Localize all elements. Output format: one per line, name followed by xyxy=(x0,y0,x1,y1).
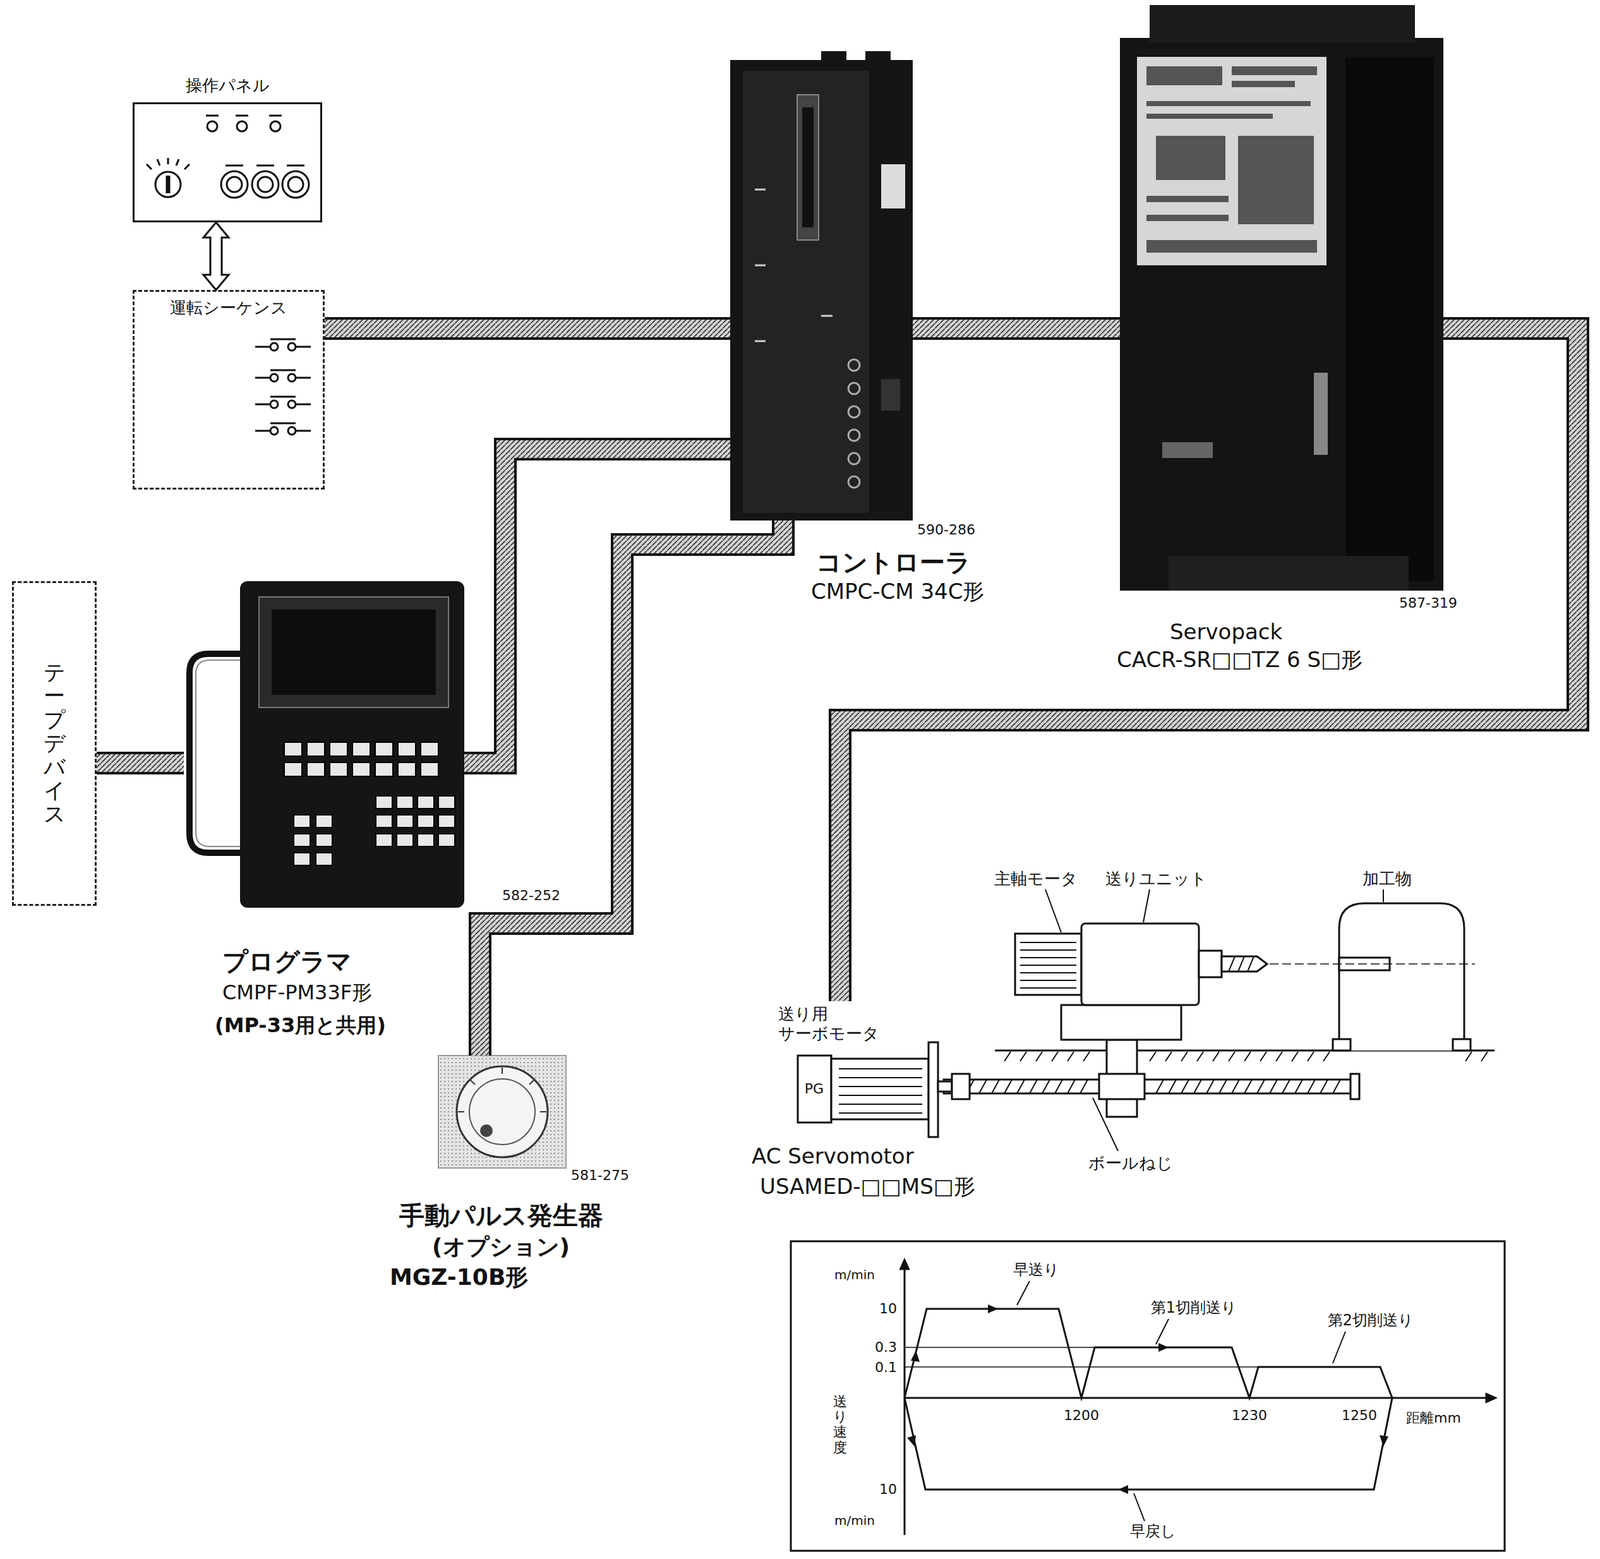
device-node: 590-286コントローラCMPC-CM 34C形 xyxy=(730,51,913,521)
machine-illustration xyxy=(797,903,1495,1137)
cable-outline xyxy=(912,317,1120,340)
node-text: 582-252 xyxy=(502,887,561,904)
node-text: Servopack xyxy=(1169,619,1283,645)
cable xyxy=(464,449,731,764)
label-text: 主軸モータ xyxy=(994,869,1078,889)
controller-photo xyxy=(730,51,913,521)
label-text: 早戻し xyxy=(1130,1522,1177,1541)
cable xyxy=(324,328,731,330)
node-text: 送り用 サーボモータ xyxy=(778,1004,889,1044)
cable-outline xyxy=(840,328,1578,1002)
device-node: 582-252プログラマCMPF-PM33F形(MP-33用と共用) xyxy=(183,581,465,908)
programmer-photo xyxy=(189,581,465,908)
node-text: 運転シーケンス xyxy=(169,298,288,318)
cable-fill xyxy=(464,449,731,764)
cable-fill xyxy=(912,319,1120,338)
outlined-box: テープデバイス xyxy=(12,581,97,906)
label-text: 1200 xyxy=(1063,1407,1100,1424)
servopack-photo xyxy=(1119,5,1444,591)
double-arrow xyxy=(203,222,229,290)
node-text: 587-319 xyxy=(1399,595,1458,612)
label-text: 1250 xyxy=(1341,1407,1378,1424)
cable-fill xyxy=(324,319,731,338)
device-node: 581-275手動パルス発生器(オプション)MGZ-10B形 xyxy=(438,1055,566,1168)
cable xyxy=(912,328,1120,330)
panel-controls xyxy=(146,115,309,198)
node-text: コントローラ xyxy=(816,547,971,578)
label-text: m/min xyxy=(834,1267,875,1283)
node-text: プログラマ xyxy=(222,946,352,977)
device-node: 587-319ServopackCACR-SR□□TZ 6 S□形 xyxy=(1119,5,1444,591)
arrow-shape xyxy=(203,222,229,290)
cable-outline xyxy=(96,751,184,775)
label-text: 距離mm xyxy=(1406,1409,1462,1427)
cable-fill xyxy=(96,754,184,772)
label-text: 加工物 xyxy=(1362,869,1412,889)
node-text: 581-275 xyxy=(571,1167,630,1184)
outlined-box: 運転シーケンス xyxy=(132,289,325,490)
cable xyxy=(96,763,184,764)
cable-fill xyxy=(480,520,784,1056)
cable-fill xyxy=(840,328,1578,1002)
cable xyxy=(480,520,784,1056)
cable xyxy=(840,328,1578,1002)
leader-lines xyxy=(1016,889,1384,1522)
label-text: 10 xyxy=(879,1300,897,1318)
node-text: (MP-33用と共用) xyxy=(214,1013,386,1038)
node-text: (オプション) xyxy=(432,1233,570,1261)
cable-outline xyxy=(324,317,731,340)
node-text: CACR-SR□□TZ 6 S□形 xyxy=(1116,646,1363,673)
outlined-box: 操作パネル xyxy=(132,102,323,223)
node-text: AC Servomotor xyxy=(751,1143,915,1170)
cable-outline xyxy=(480,520,784,1056)
device-node: 送り用 サーボモータPGAC ServomotorUSAMED-□□MS□形 xyxy=(773,1001,945,1137)
label-text: 送り速度 xyxy=(833,1394,848,1456)
pulse-generator-photo xyxy=(438,1055,566,1168)
label-text: ボールねじ xyxy=(1088,1153,1173,1173)
label-text: 0.1 xyxy=(874,1359,897,1376)
label-text: 1230 xyxy=(1231,1407,1268,1424)
node-text: CMPF-PM33F形 xyxy=(222,980,373,1005)
label-text: m/min xyxy=(834,1512,875,1528)
node-text: テープデバイス xyxy=(43,660,66,827)
contact-symbols xyxy=(255,339,311,435)
node-text: 590-286 xyxy=(917,521,976,539)
node-text: MGZ-10B形 xyxy=(389,1263,529,1291)
node-text: USAMED-□□MS□形 xyxy=(759,1173,976,1200)
label-text: 第2切削送り xyxy=(1327,1311,1414,1330)
speed-chart xyxy=(790,1241,1505,1551)
label-text: 送りユニット xyxy=(1105,869,1208,889)
node-text: PG xyxy=(804,1080,824,1098)
node-text: CMPC-CM 34C形 xyxy=(811,578,985,605)
node-text: 手動パルス発生器 xyxy=(399,1200,604,1231)
label-text: 0.3 xyxy=(874,1339,897,1356)
node-text: 操作パネル xyxy=(185,75,270,96)
label-text: 早送り xyxy=(1013,1260,1060,1280)
label-text: 10 xyxy=(879,1481,897,1498)
label-text: 第1切削送り xyxy=(1150,1298,1237,1318)
cable-outline xyxy=(464,449,731,764)
